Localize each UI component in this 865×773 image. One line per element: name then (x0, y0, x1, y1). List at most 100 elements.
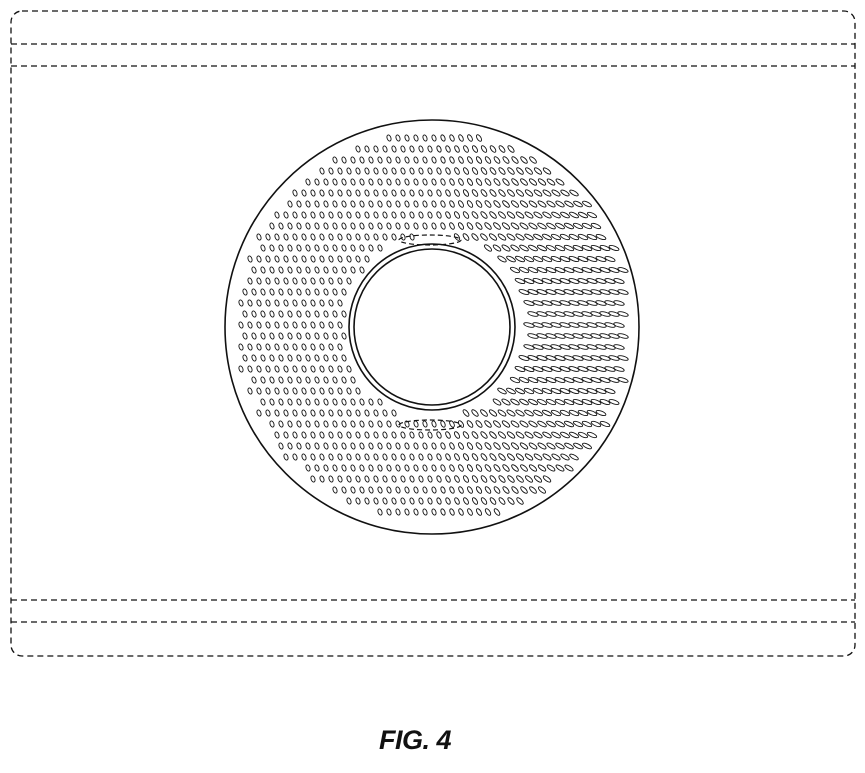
perforation-hole (528, 266, 539, 273)
perforation-hole (515, 255, 526, 263)
perforation-hole (265, 299, 271, 306)
perforation-hole (359, 442, 365, 449)
perforation-hole (382, 189, 388, 196)
perforation-hole (314, 354, 320, 361)
perforation-hole (305, 398, 311, 405)
perforation-hole (471, 211, 479, 220)
perforation-hole (395, 486, 401, 493)
center-hole-outer-ring (349, 244, 515, 410)
perforation-hole (599, 244, 610, 251)
perforation-hole (260, 354, 266, 361)
perforation-hole (391, 145, 397, 152)
perforation-hole (533, 255, 544, 263)
perforation-hole (377, 442, 383, 449)
perforation-hole (400, 453, 406, 460)
perforation-hole (359, 464, 365, 471)
perforation-hole (564, 244, 575, 251)
perforation-hole (346, 167, 352, 174)
perforation-hole (510, 442, 519, 451)
perforation-hole (404, 486, 410, 493)
perforation-hole (413, 156, 419, 163)
perforation-hole (274, 277, 280, 284)
perforation-hole (523, 365, 534, 372)
perforation-hole (502, 464, 511, 473)
perforation-hole (568, 387, 579, 394)
perforation-hole (404, 178, 410, 185)
perforation-hole (337, 409, 343, 416)
perforation-hole (310, 409, 316, 416)
perforation-hole (449, 442, 456, 450)
perforation-hole (386, 442, 392, 449)
perforation-hole (296, 200, 302, 207)
perforation-hole (278, 266, 284, 273)
perforation-hole (475, 222, 483, 231)
perforation-hole (404, 508, 410, 515)
perforation-hole (427, 431, 433, 438)
perforation-hole (507, 167, 516, 176)
perforation-hole (492, 244, 502, 252)
perforation-hole (497, 387, 507, 395)
perforation-hole (382, 233, 388, 240)
perforation-hole (337, 167, 343, 174)
perforation-hole (305, 222, 311, 229)
perforation-hole (519, 442, 528, 450)
perforation-hole (578, 211, 589, 219)
perforation-hole (413, 222, 419, 229)
perforation-hole (440, 464, 446, 472)
perforation-hole (413, 200, 419, 207)
perforation-hole (466, 420, 474, 429)
perforation-hole (350, 266, 356, 273)
perforation-hole (440, 156, 446, 164)
perforation-hole (364, 475, 370, 482)
perforation-hole (475, 508, 482, 516)
perforation-hole (346, 189, 352, 196)
perforation-hole (377, 486, 383, 493)
perforation-hole (409, 145, 415, 152)
perforation-hole (332, 376, 338, 383)
perforation-hole (462, 211, 470, 219)
perforation-hole (480, 145, 487, 153)
perforation-hole (480, 431, 488, 440)
perforation-hole (529, 156, 538, 165)
perforation-hole (440, 420, 446, 428)
perforation-hole (337, 453, 343, 460)
perforation-hole (310, 365, 316, 372)
perforation-hole (332, 288, 338, 295)
perforation-hole (242, 310, 248, 317)
perforation-hole (278, 332, 284, 339)
perforation-hole (350, 376, 356, 383)
perforation-hole (328, 233, 334, 240)
perforation-hole (431, 200, 437, 207)
perforation-hole (238, 343, 244, 350)
perforation-hole (418, 167, 424, 174)
perforation-hole (247, 321, 253, 328)
perforation-hole (493, 442, 502, 451)
perforation-hole (457, 222, 464, 230)
perforation-hole (292, 211, 298, 218)
perforation-hole (551, 189, 561, 197)
perforation-hole (260, 288, 266, 295)
perforation-hole (523, 277, 534, 284)
perforation-hole (260, 332, 266, 339)
perforation-hole (274, 299, 280, 306)
perforation-hole (328, 431, 334, 438)
perforation-hole (409, 431, 415, 438)
perforation-hole (287, 420, 293, 427)
perforation-hole (595, 255, 606, 262)
perforation-hole (305, 288, 311, 295)
perforation-hole (493, 508, 501, 517)
perforation-hole (569, 453, 579, 461)
perforation-hole (346, 211, 352, 218)
perforation-hole (582, 420, 593, 428)
perforation-hole (346, 277, 352, 284)
perforation-hole (341, 398, 347, 405)
perforation-hole (608, 244, 619, 251)
perforation-hole (559, 387, 570, 394)
perforation-hole (292, 321, 298, 328)
perforation-hole (328, 189, 334, 196)
perforation-hole (319, 277, 325, 284)
perforation-hole (274, 387, 280, 394)
perforation-hole (310, 321, 316, 328)
perforation-hole (400, 475, 406, 482)
perforation-hole (274, 233, 280, 240)
